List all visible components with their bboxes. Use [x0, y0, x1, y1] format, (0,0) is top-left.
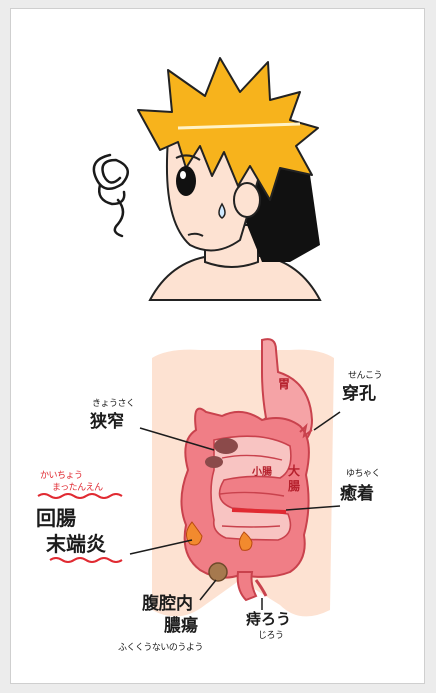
abscess-reading: ふくくうないのうよう: [118, 644, 203, 653]
fistula-reading: じろう: [258, 632, 284, 641]
abscess-label-1: 腹腔内: [142, 596, 193, 613]
perforation-label: 穿孔: [342, 386, 376, 403]
ileitis-label-2: 末端炎: [46, 534, 106, 554]
stenosis-reading: きょうさく: [92, 400, 135, 409]
adhesion-mark: [232, 510, 286, 512]
large-intestine-label: 大腸: [288, 464, 302, 494]
adhesion-reading: ゆちゃく: [346, 470, 380, 479]
stenosis-mark: [214, 438, 238, 454]
stenosis-mark: [205, 456, 223, 468]
character-ear: [234, 183, 260, 217]
ileitis-reading-1: かいちょう: [40, 472, 83, 481]
ileitis-label-1: 回腸: [36, 508, 76, 528]
perforation-reading: せんこう: [348, 372, 382, 381]
character-eye: [176, 166, 196, 196]
confused-scribble-icon: [94, 155, 128, 236]
adhesion-label: 癒着: [340, 486, 374, 503]
ileitis-reading-2: まったんえん: [52, 484, 103, 493]
eye-highlight: [180, 171, 186, 179]
fistula-label: 痔ろう: [246, 612, 291, 627]
small-intestine-label: 小腸: [252, 468, 272, 478]
stenosis-label: 狭窄: [90, 414, 124, 431]
ileitis-underline: [50, 558, 122, 562]
character-head: [138, 58, 320, 300]
ileitis-underline: [38, 494, 122, 498]
stomach-label: 胃: [278, 378, 290, 390]
abscess-mark: [209, 563, 227, 581]
abscess-label-2: 膿瘍: [164, 618, 198, 635]
